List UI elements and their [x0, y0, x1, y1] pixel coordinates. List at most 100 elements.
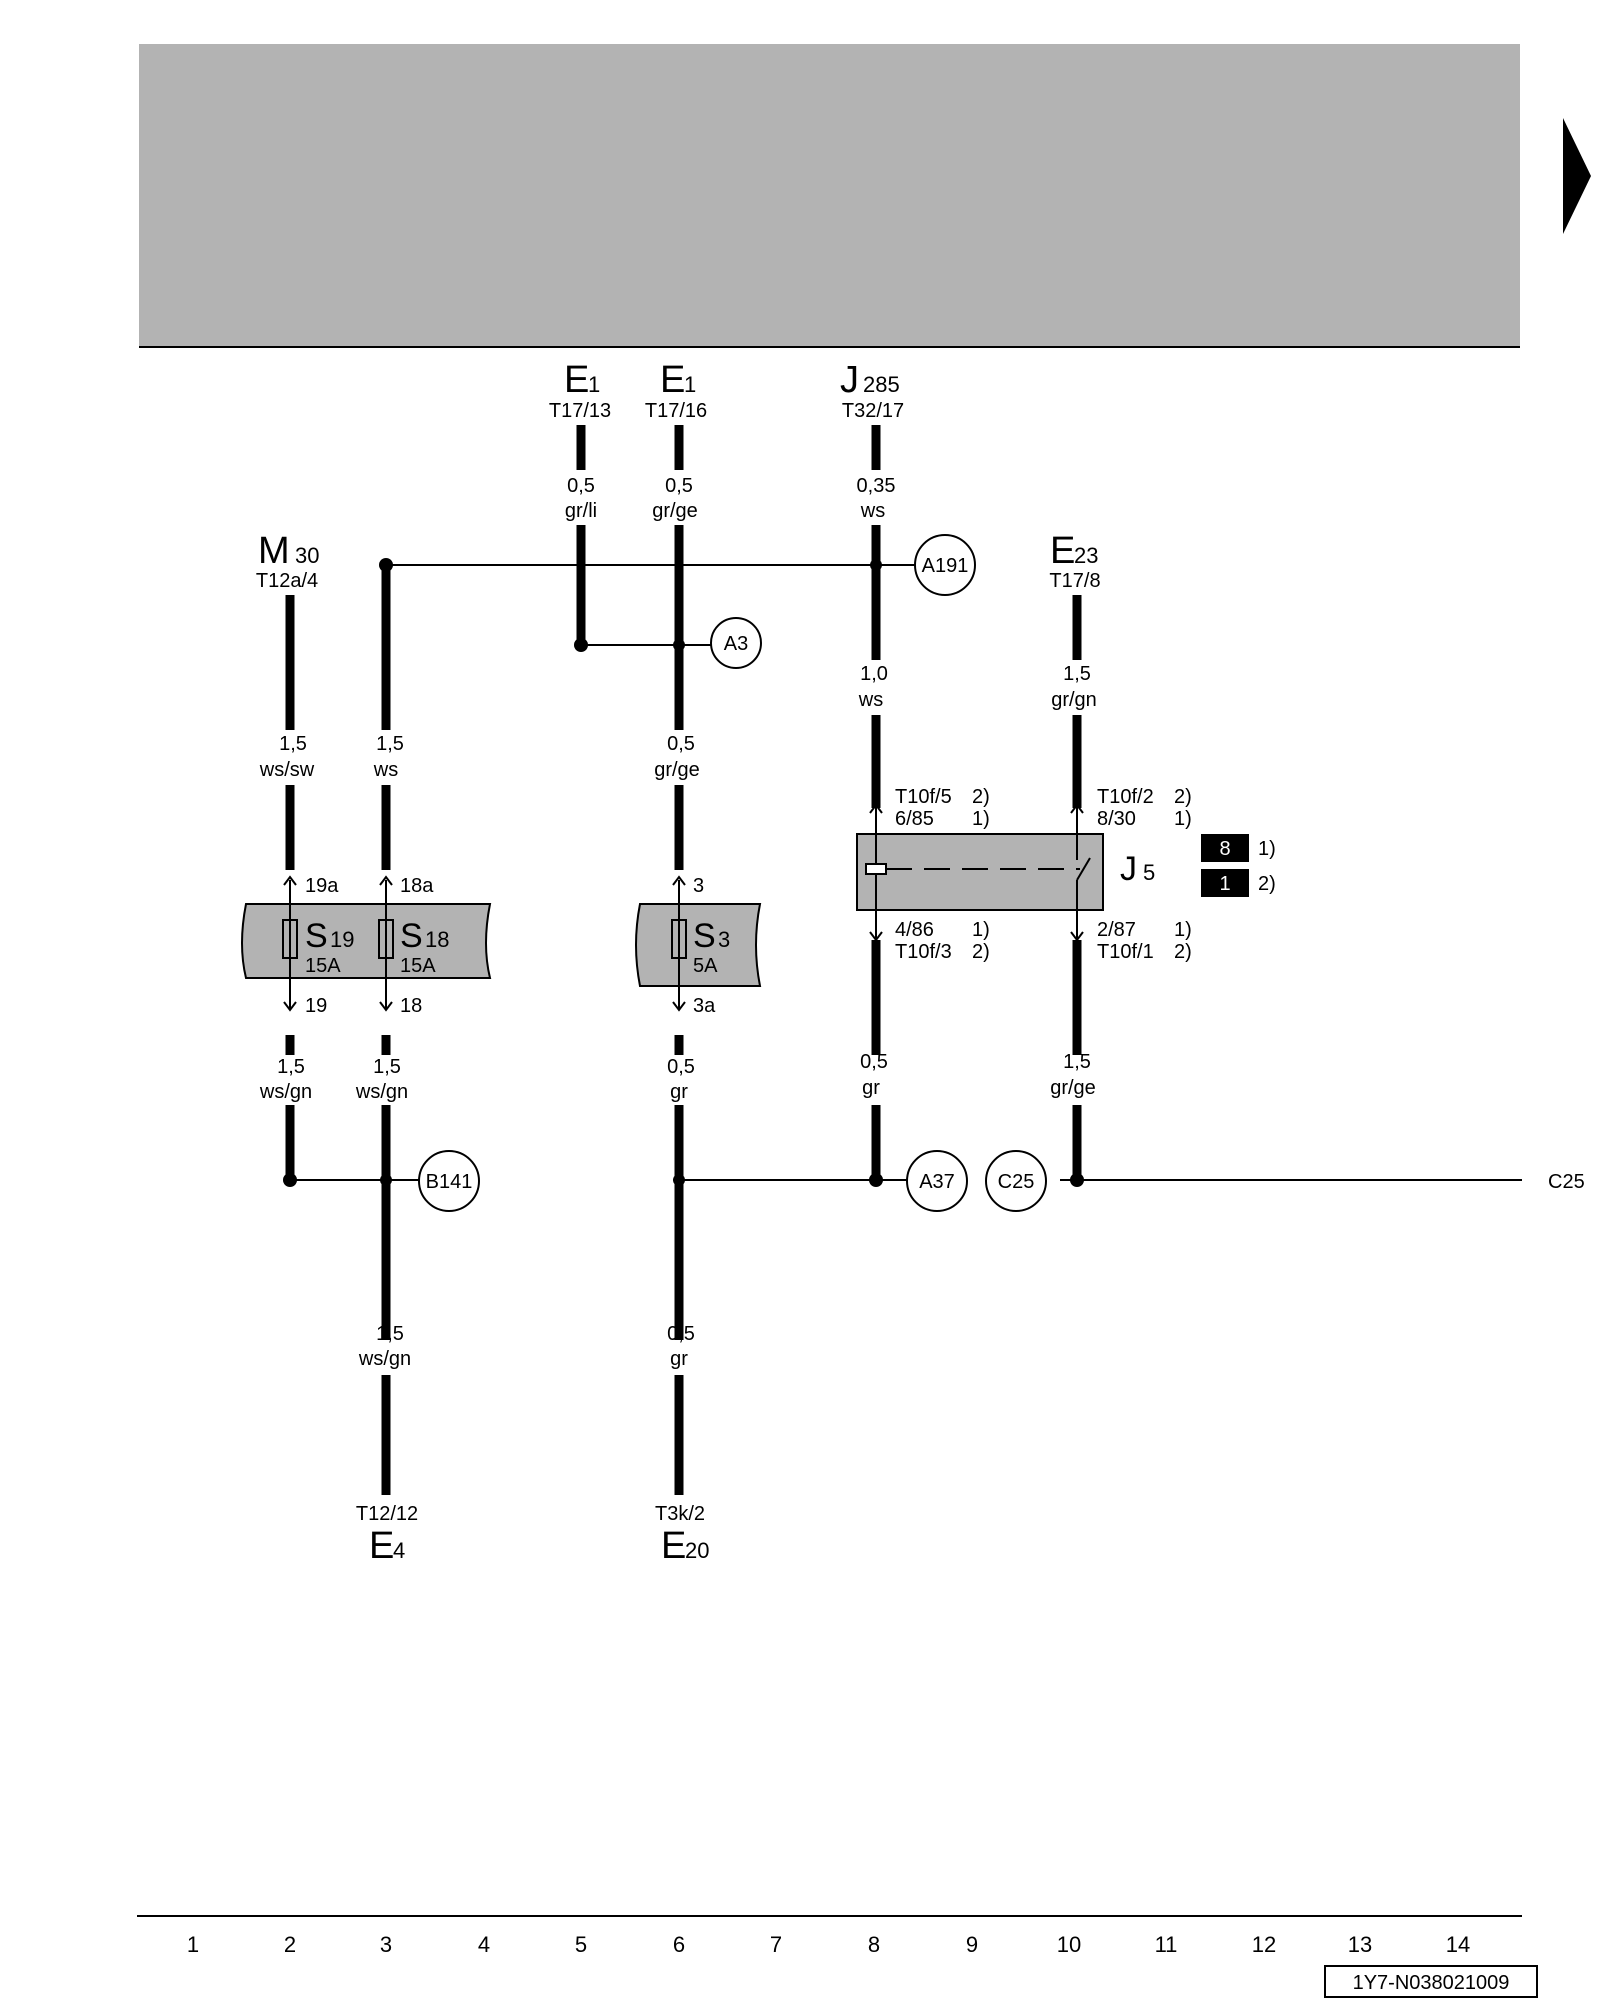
fuse-s19[interactable]: S 19 15A 19a 19	[282, 875, 354, 1017]
svg-text:T10f/1: T10f/1	[1097, 941, 1154, 963]
svg-text:gr/ge: gr/ge	[652, 500, 698, 522]
svg-text:13: 13	[1348, 1932, 1372, 1957]
svg-text:6/85: 6/85	[895, 808, 934, 830]
triangle-right-icon[interactable]	[1563, 118, 1591, 234]
svg-text:T12/12: T12/12	[356, 1503, 418, 1525]
svg-text:2): 2)	[1174, 941, 1192, 963]
svg-text:T17/16: T17/16	[645, 400, 707, 422]
wire-label: 0,5 gr	[860, 1051, 888, 1099]
svg-text:gr: gr	[670, 1348, 688, 1370]
wire-label: 0,5 gr	[667, 1323, 695, 1370]
svg-text:30: 30	[295, 543, 319, 568]
fuse-holder-left	[241, 903, 492, 979]
svg-text:2): 2)	[1258, 873, 1276, 895]
svg-text:1,5: 1,5	[373, 1056, 401, 1078]
connection-c25[interactable]: C25	[985, 1150, 1047, 1212]
fuse-s3[interactable]: S 3 5A 3 3a	[671, 875, 730, 1017]
fuse-s18[interactable]: S 18 15A 18a 18	[378, 875, 449, 1017]
svg-text:B141: B141	[426, 1171, 473, 1193]
svg-text:20: 20	[685, 1538, 709, 1563]
svg-text:S: S	[305, 917, 328, 955]
svg-text:8: 8	[1219, 838, 1230, 860]
junction-node	[673, 639, 685, 651]
svg-text:4: 4	[393, 1538, 405, 1563]
svg-text:3: 3	[380, 1932, 392, 1957]
component-e20: T3k/2 E 20	[655, 1503, 710, 1567]
svg-text:1,5: 1,5	[277, 1056, 305, 1078]
svg-text:2): 2)	[972, 941, 990, 963]
junction-node	[1070, 1173, 1084, 1187]
svg-text:0,5: 0,5	[567, 475, 595, 497]
svg-text:ws/gn: ws/gn	[355, 1081, 408, 1103]
svg-text:3: 3	[718, 927, 730, 952]
connection-a191[interactable]: A191	[914, 534, 976, 596]
svg-text:1): 1)	[972, 808, 990, 830]
svg-text:1Y7-N038021009: 1Y7-N038021009	[1353, 1972, 1510, 1994]
header-band	[139, 44, 1520, 347]
wire-label: 1,5 gr/gn	[1051, 663, 1097, 711]
wire-label: 1,5 ws/gn	[259, 1056, 312, 1103]
svg-text:T10f/3: T10f/3	[895, 941, 952, 963]
junction-node	[574, 638, 588, 652]
svg-text:7: 7	[770, 1932, 782, 1957]
svg-text:19a: 19a	[305, 875, 339, 897]
svg-text:0,5: 0,5	[667, 733, 695, 755]
svg-text:23: 23	[1074, 543, 1098, 568]
svg-text:1): 1)	[1174, 808, 1192, 830]
svg-text:A37: A37	[919, 1171, 955, 1193]
wire-label: 0,5 gr/ge	[654, 733, 700, 781]
connection-a3[interactable]: A3	[710, 617, 762, 669]
svg-text:E: E	[660, 359, 685, 401]
wire-label: 1,5 ws/gn	[358, 1323, 411, 1370]
wire-label: 1,5 gr/ge	[1050, 1051, 1096, 1099]
svg-text:S: S	[693, 917, 716, 955]
svg-text:1: 1	[187, 1932, 199, 1957]
svg-text:2): 2)	[972, 786, 990, 808]
connection-a37[interactable]: A37	[906, 1150, 968, 1212]
junction-node	[673, 1174, 685, 1186]
fuse-holder-right	[635, 903, 762, 987]
svg-text:1,5: 1,5	[1063, 663, 1091, 685]
wire-label: 1,5 ws	[373, 733, 404, 781]
svg-text:14: 14	[1446, 1932, 1470, 1957]
svg-text:T10f/2: T10f/2	[1097, 786, 1154, 808]
svg-text:S: S	[400, 917, 423, 955]
svg-text:0,5: 0,5	[667, 1056, 695, 1078]
svg-text:1): 1)	[1174, 919, 1192, 941]
component-e23: E 23 T17/8	[1049, 530, 1100, 592]
wire-label: 0,5 gr/ge	[652, 475, 698, 522]
relay-position-badge: 1 2)	[1201, 869, 1276, 897]
svg-text:8/30: 8/30	[1097, 808, 1136, 830]
svg-text:E: E	[369, 1525, 394, 1567]
junction-node	[380, 1174, 392, 1186]
svg-text:E: E	[1050, 530, 1075, 572]
svg-text:1): 1)	[972, 919, 990, 941]
svg-text:ws/sw: ws/sw	[259, 759, 315, 781]
svg-text:1,5: 1,5	[376, 1323, 404, 1345]
svg-text:0,5: 0,5	[860, 1051, 888, 1073]
svg-text:E: E	[661, 1525, 686, 1567]
wire-label: 1,5 ws/gn	[355, 1056, 408, 1103]
component-j285: J 285 T32/17	[840, 359, 904, 422]
svg-text:15A: 15A	[400, 955, 436, 977]
relay-j5[interactable]: J 5	[856, 808, 1155, 940]
svg-text:15A: 15A	[305, 955, 341, 977]
track-numbers: 1 2 3 4 5 6 7 8 9 10 11 12 13 14	[187, 1932, 1470, 1957]
svg-text:ws: ws	[373, 759, 398, 781]
svg-text:19: 19	[330, 927, 354, 952]
svg-text:1,5: 1,5	[1063, 1051, 1091, 1073]
svg-text:M: M	[258, 530, 290, 572]
svg-text:J: J	[840, 359, 859, 401]
svg-text:J: J	[1120, 850, 1137, 888]
svg-text:3a: 3a	[693, 995, 716, 1017]
svg-text:0,35: 0,35	[857, 475, 896, 497]
svg-text:1): 1)	[1258, 838, 1276, 860]
svg-text:ws: ws	[858, 689, 883, 711]
svg-text:A191: A191	[922, 555, 969, 577]
connection-b141[interactable]: B141	[418, 1150, 480, 1212]
document-id: 1Y7-N038021009	[1324, 1965, 1538, 1998]
svg-text:1,5: 1,5	[376, 733, 404, 755]
component-e4: T12/12 E 4	[356, 1503, 418, 1567]
svg-text:gr: gr	[670, 1081, 688, 1103]
